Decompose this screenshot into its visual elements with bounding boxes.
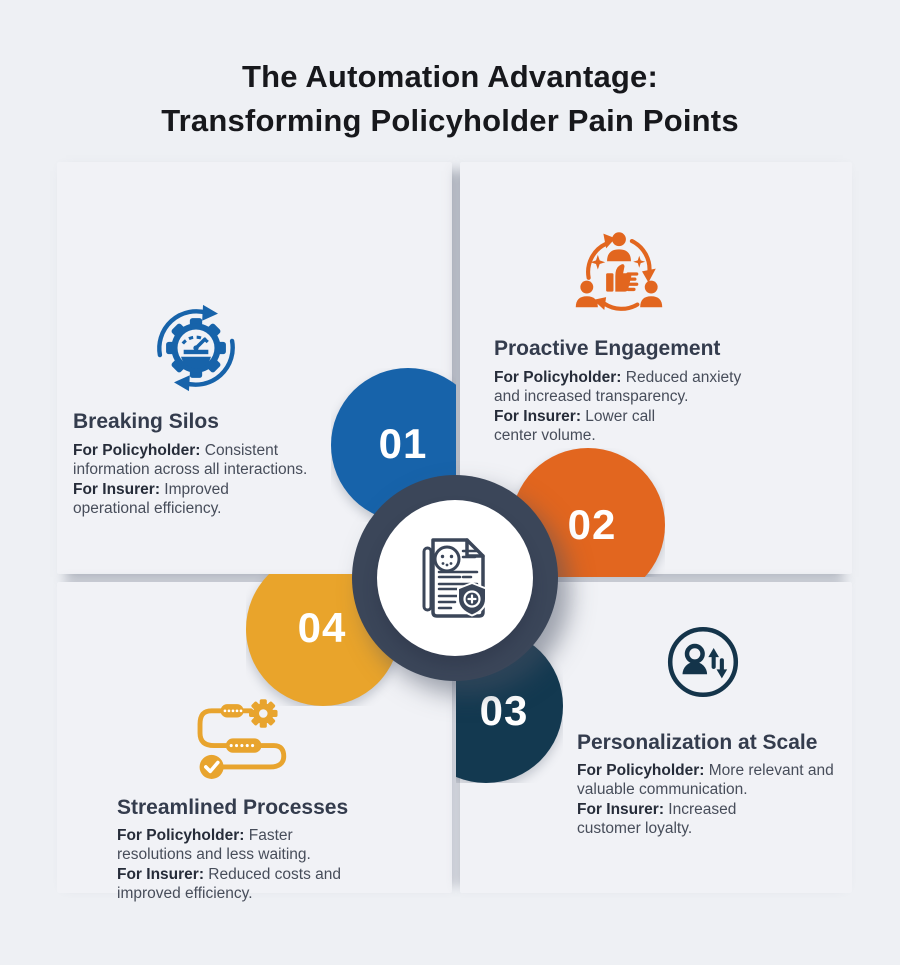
petal-number-02: 02 xyxy=(567,501,617,548)
body-line: valuable communication. xyxy=(577,781,748,799)
body-line: and increased transparency. xyxy=(494,388,689,406)
petal-number-01: 01 xyxy=(378,420,428,467)
process-flow-gear-check-icon xyxy=(192,696,290,788)
section-title-personalization-at-scale: Personalization at Scale xyxy=(577,731,818,754)
page-title-line1: The Automation Advantage: xyxy=(241,59,659,94)
person-scale-arrows-icon xyxy=(662,621,744,703)
body-line: operational efficiency. xyxy=(73,499,222,517)
section-title-proactive-engagement: Proactive Engagement xyxy=(494,337,721,360)
body-line: For Policyholder: Reduced anxiety xyxy=(494,369,742,386)
body-line: For Insurer: Lower call xyxy=(494,407,656,425)
section-body-personalization-at-scale: For Policyholder: More relevant and valu… xyxy=(577,761,834,838)
page-title: The Automation Advantage: Transforming P… xyxy=(0,55,900,143)
center-hub-inner-circle xyxy=(377,500,533,656)
section-body-breaking-silos: For Policyholder: Consistent information… xyxy=(73,441,307,518)
body-line: For Insurer: Improved xyxy=(73,480,229,498)
body-line: information across all interactions. xyxy=(73,461,308,479)
body-line: customer loyalty. xyxy=(577,819,693,837)
policy-document-shield-icon xyxy=(405,526,505,630)
section-title-streamlined-processes: Streamlined Processes xyxy=(117,796,349,819)
center-hub-ring xyxy=(352,475,558,681)
body-line: center volume. xyxy=(494,426,596,444)
body-line: For Policyholder: More relevant and xyxy=(577,762,834,779)
section-title-breaking-silos: Breaking Silos xyxy=(73,410,219,433)
body-line: resolutions and less waiting. xyxy=(117,846,311,864)
body-line: For Insurer: Increased xyxy=(577,800,737,818)
gear-gauge-sync-icon xyxy=(152,304,240,392)
body-line: For Policyholder: Faster xyxy=(117,827,293,844)
body-line: improved efficiency. xyxy=(117,884,253,902)
petal-number-03: 03 xyxy=(479,687,529,734)
people-engagement-thumbs-up-icon xyxy=(572,230,666,322)
page-title-line2: Transforming Policyholder Pain Points xyxy=(161,103,739,138)
petal-number-04: 04 xyxy=(297,604,347,651)
section-body-proactive-engagement: For Policyholder: Reduced anxiety and in… xyxy=(494,368,741,445)
body-line: For Policyholder: Consistent xyxy=(73,442,279,459)
section-body-streamlined-processes: For Policyholder: Faster resolutions and… xyxy=(117,826,341,903)
body-line: For Insurer: Reduced costs and xyxy=(117,865,341,883)
